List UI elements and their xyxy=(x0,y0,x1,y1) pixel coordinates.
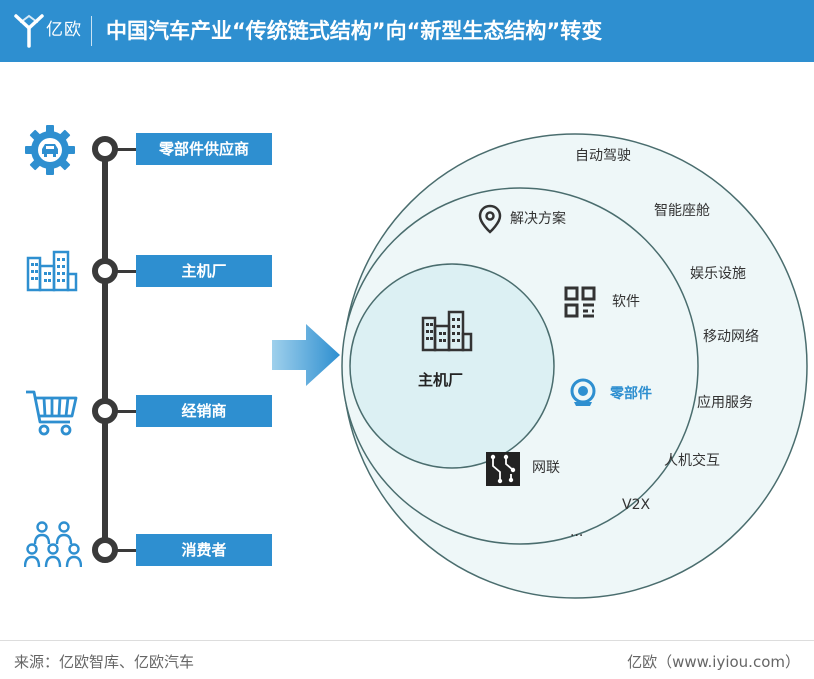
middle-item-solutions: 解决方案 xyxy=(510,211,566,227)
chain-label-oem: 主机厂 xyxy=(136,255,272,287)
chain-label-parts-supplier: 零部件供应商 xyxy=(136,133,272,165)
page-title: 中国汽车产业“传统链式结构”向“新型生态结构”转变 xyxy=(106,19,603,43)
yiou-logo-icon xyxy=(14,14,44,48)
chain-timeline-line xyxy=(102,146,108,550)
grid-app-icon xyxy=(564,286,596,318)
footer-divider xyxy=(0,640,814,641)
footer-brand: 亿欧（www.iyiou.com） xyxy=(627,653,800,671)
chain-label-dealer: 经销商 xyxy=(136,395,272,427)
header-banner: 亿欧 中国汽车产业“传统链式结构”向“新型生态结构”转变 xyxy=(0,0,814,62)
location-pin-icon xyxy=(478,204,502,234)
core-factory-icon xyxy=(421,310,473,352)
logo-text: 亿欧 xyxy=(46,20,82,40)
header-divider xyxy=(91,16,92,46)
inner-circle xyxy=(349,263,555,469)
camera-part-icon xyxy=(570,378,596,406)
outer-item-v2x: V2X xyxy=(622,497,651,513)
middle-item-connectivity: 网联 xyxy=(532,460,560,476)
outer-item-app-services: 应用服务 xyxy=(697,395,753,411)
chain-node-3 xyxy=(92,398,118,424)
footer-source: 来源：亿欧智库、亿欧汽车 xyxy=(14,653,195,671)
people-icon xyxy=(24,521,82,568)
chain-connector-3 xyxy=(116,410,138,413)
chain-label-consumer: 消费者 xyxy=(136,534,272,566)
outer-item-smart-cockpit: 智能座舱 xyxy=(654,203,710,219)
shopping-cart-icon xyxy=(26,390,78,436)
circuit-board-icon xyxy=(486,452,520,486)
transition-arrow-icon xyxy=(272,324,340,386)
chain-connector-1 xyxy=(116,148,138,151)
gear-car-icon xyxy=(25,125,75,175)
outer-item-hmi: 人机交互 xyxy=(664,453,720,469)
chain-node-4 xyxy=(92,537,118,563)
factory-icon xyxy=(26,250,78,292)
core-label: 主机厂 xyxy=(418,371,464,389)
outer-item-mobile-network: 移动网络 xyxy=(703,329,759,345)
outer-item-more: ... xyxy=(570,524,584,540)
middle-item-parts: 零部件 xyxy=(610,386,652,402)
middle-item-software: 软件 xyxy=(612,294,640,310)
chain-connector-4 xyxy=(116,549,138,552)
chain-connector-2 xyxy=(116,270,138,273)
outer-item-entertainment: 娱乐设施 xyxy=(690,266,746,282)
chain-node-1 xyxy=(92,136,118,162)
chain-node-2 xyxy=(92,258,118,284)
outer-item-autonomous-driving: 自动驾驶 xyxy=(575,148,631,164)
